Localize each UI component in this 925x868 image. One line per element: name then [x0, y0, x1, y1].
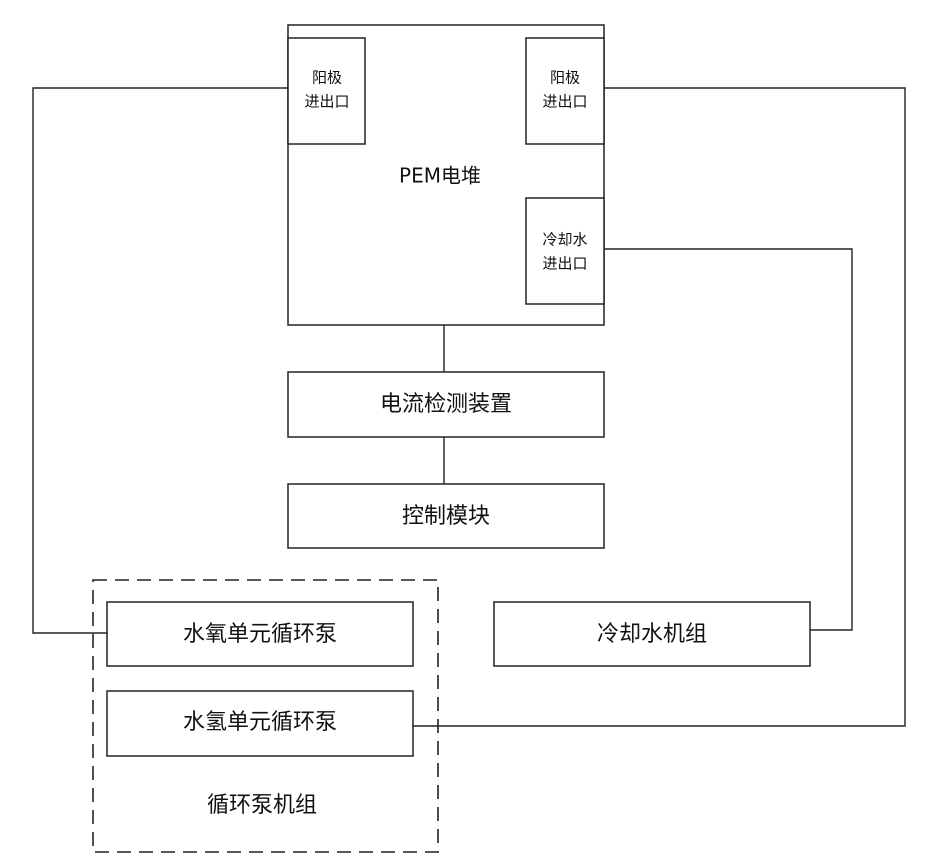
cooling-water-port	[526, 198, 604, 304]
control-module-label: 控制模块	[402, 504, 490, 529]
anode-port-left-line2: 进出口	[304, 93, 349, 111]
hydrogen-pump-label: 水氢单元循环泵	[183, 710, 337, 735]
anode-port-right-line1: 阳极	[550, 69, 580, 87]
anode-port-right	[526, 38, 604, 144]
pump-group-label: 循环泵机组	[207, 793, 317, 818]
oxygen-pump-label: 水氧单元循环泵	[183, 622, 337, 647]
chiller-label: 冷却水机组	[597, 622, 707, 647]
anode-port-left-line1: 阳极	[312, 69, 342, 87]
pem-stack-title: PEM电堆	[399, 164, 481, 188]
pipe-cooling-to-chiller	[604, 249, 852, 630]
anode-port-left	[288, 38, 365, 144]
cooling-water-port-line2: 进出口	[542, 255, 587, 273]
current-detection-label: 电流检测装置	[380, 392, 512, 417]
anode-port-right-line2: 进出口	[542, 93, 587, 111]
pipe-anode-left-to-oxygen-pump	[33, 88, 288, 633]
cooling-water-port-line1: 冷却水	[542, 231, 587, 249]
